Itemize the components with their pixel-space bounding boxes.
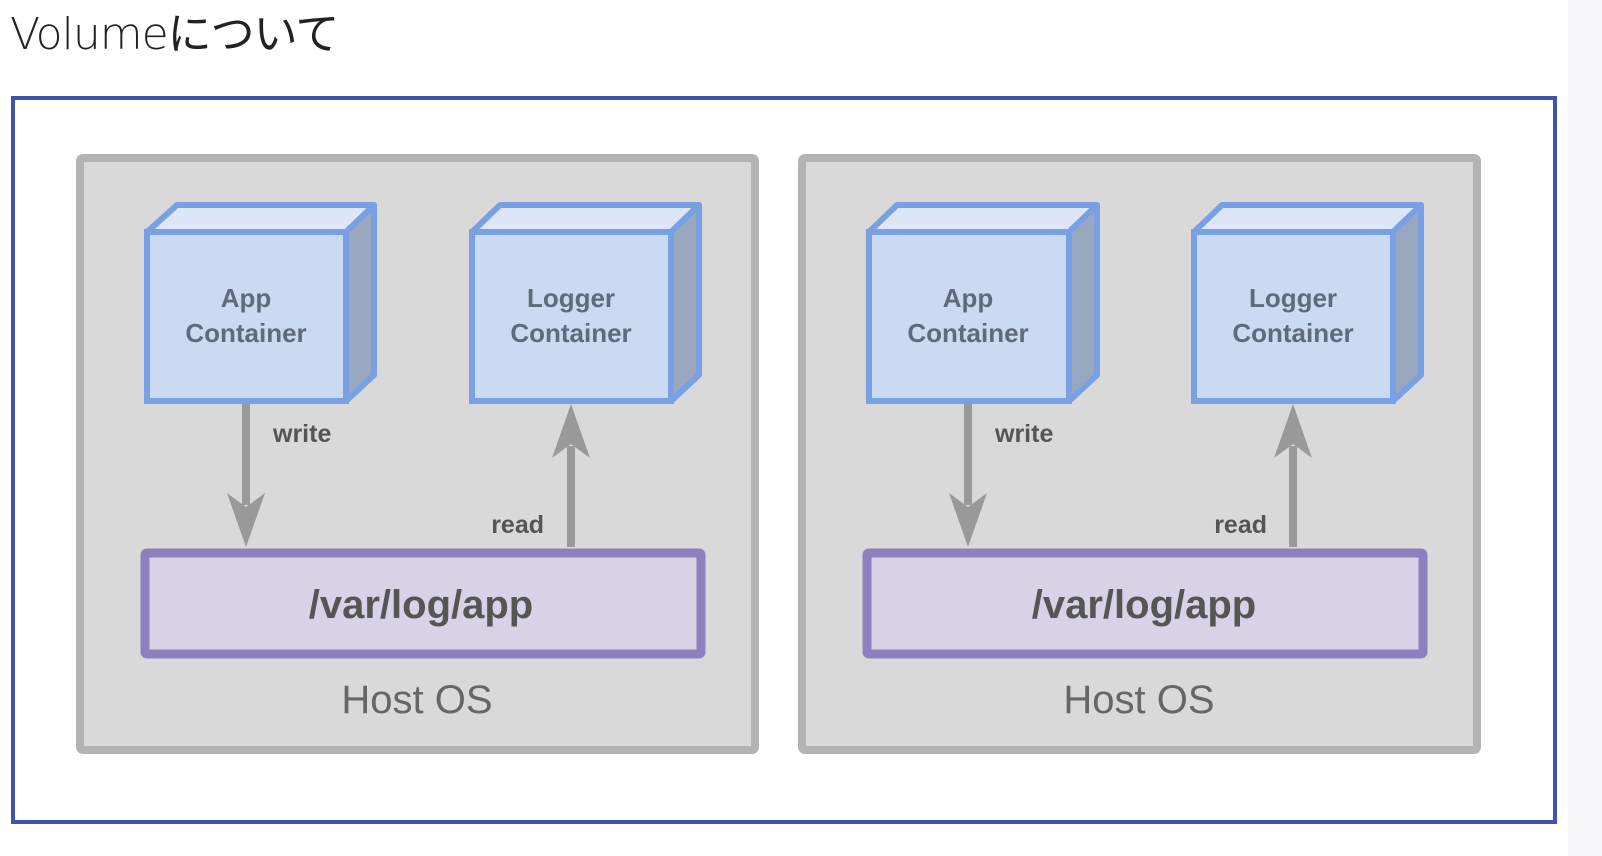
write-arrow xyxy=(227,404,265,547)
volume-path: /var/log/app xyxy=(309,583,534,627)
app-container-label-line1: App xyxy=(943,283,994,313)
cube-front-face xyxy=(469,229,674,404)
cube-front-face xyxy=(1191,229,1396,404)
logger-container-label-line2: Container xyxy=(510,318,631,348)
volume-box xyxy=(140,548,706,659)
cube-front-face xyxy=(866,229,1072,404)
host-panel-1: App Container Logger Container write rea… xyxy=(76,154,759,754)
app-container-label-line1: App xyxy=(221,283,272,313)
read-label: read xyxy=(491,511,544,539)
logger-container-label-line1: Logger xyxy=(527,283,615,313)
read-label: read xyxy=(1214,511,1267,539)
volume-path: /var/log/app xyxy=(1032,583,1257,627)
write-label: write xyxy=(994,420,1053,448)
cube-top-face xyxy=(469,202,702,235)
app-container-label-line2: Container xyxy=(907,318,1028,348)
host-os-label: Host OS xyxy=(1063,678,1214,722)
write-label: write xyxy=(272,420,331,448)
host-os-label: Host OS xyxy=(341,678,492,722)
host-panel-2: App Container Logger Container write rea… xyxy=(798,154,1481,754)
cube-top-face xyxy=(866,202,1100,235)
app-container-cube: App Container xyxy=(144,202,377,404)
cube-side-face xyxy=(1066,202,1100,404)
cube-front-face xyxy=(144,229,349,404)
logger-container-cube: Logger Container xyxy=(1191,202,1424,404)
read-arrow xyxy=(1274,404,1312,547)
cube-side-face xyxy=(343,202,377,404)
cube-side-face xyxy=(1390,202,1424,404)
logger-container-label-line1: Logger xyxy=(1249,283,1337,313)
logger-container-cube: Logger Container xyxy=(469,202,702,404)
app-container-label-line2: Container xyxy=(185,318,306,348)
logger-container-label-line2: Container xyxy=(1232,318,1353,348)
cube-top-face xyxy=(144,202,377,235)
scrollbar-track[interactable] xyxy=(1568,0,1602,856)
page-title: Volumeについて xyxy=(10,9,339,60)
write-arrow xyxy=(949,404,987,547)
app-container-cube: App Container xyxy=(866,202,1100,404)
read-arrow xyxy=(552,404,590,547)
cube-top-face xyxy=(1191,202,1424,235)
cube-side-face xyxy=(668,202,702,404)
volume-box xyxy=(862,548,1428,659)
